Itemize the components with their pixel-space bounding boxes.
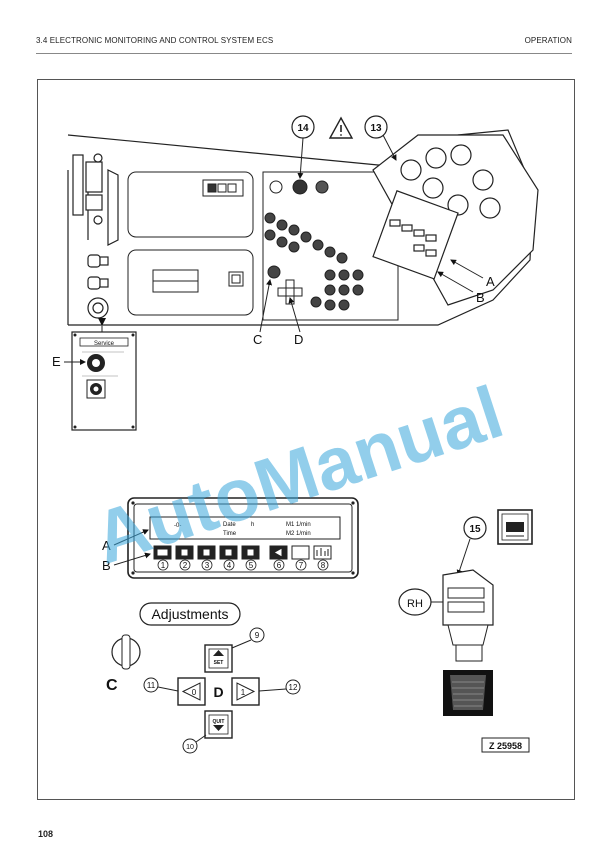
svg-text:1: 1 <box>161 561 166 570</box>
section-title: 3.4 ELECTRONIC MONITORING AND CONTROL SY… <box>36 36 274 45</box>
svg-text:6: 6 <box>277 561 282 570</box>
callout-C-top: C <box>253 279 273 347</box>
header-rule <box>36 53 572 54</box>
adjustments-keypad: Adjustments C SET 9 0 11 D 1 12 QUIT <box>106 602 301 754</box>
svg-text:C: C <box>106 677 118 694</box>
svg-text:SET: SET <box>214 660 224 666</box>
page-number: 108 <box>38 829 54 839</box>
svg-text:M2 1/min: M2 1/min <box>286 531 311 537</box>
dashboard-illustration: 14 13 A B C D Service <box>52 115 539 754</box>
svg-text:11: 11 <box>147 681 156 690</box>
bucket-icon <box>497 509 533 545</box>
svg-text:14: 14 <box>297 123 309 134</box>
svg-text:7: 7 <box>299 561 304 570</box>
callout-13: 13 <box>364 115 397 161</box>
svg-text:B: B <box>476 290 485 305</box>
display-module: -0- Date Time h M1 1/min M2 1/min 1 <box>102 497 359 579</box>
side-connectors <box>87 254 109 319</box>
display-button-row <box>153 545 332 560</box>
svg-text:9: 9 <box>255 631 260 640</box>
svg-text:A: A <box>102 538 111 553</box>
svg-text:E: E <box>52 354 61 369</box>
svg-text:D: D <box>294 332 303 347</box>
svg-text:C: C <box>253 332 262 347</box>
svg-text:5: 5 <box>249 561 254 570</box>
callout-B-top: B <box>437 271 485 305</box>
svg-text:15: 15 <box>469 524 481 535</box>
svg-text:Service: Service <box>94 341 115 347</box>
callout-A-top: A <box>450 259 495 289</box>
svg-text:12: 12 <box>289 683 298 692</box>
warning-triangle-icon <box>328 116 354 139</box>
svg-text:2: 2 <box>183 561 188 570</box>
callout-14: 14 <box>291 115 315 179</box>
svg-text:B: B <box>102 558 111 573</box>
left-switch-bank <box>72 153 103 225</box>
svg-text:M1 1/min: M1 1/min <box>286 522 311 528</box>
svg-text:0: 0 <box>192 688 197 697</box>
svg-text:Time: Time <box>223 531 237 537</box>
instrument-cluster <box>372 134 539 306</box>
joystick: 15 RH <box>398 509 533 716</box>
svg-text:13: 13 <box>370 123 382 134</box>
svg-text:8: 8 <box>321 561 326 570</box>
svg-text:Adjustments: Adjustments <box>151 606 228 622</box>
svg-text:1: 1 <box>241 688 246 697</box>
svg-text:QUIT: QUIT <box>213 719 225 725</box>
callout-D-top: D <box>288 297 303 347</box>
figure-frame: 14 13 A B C D Service <box>37 79 575 800</box>
svg-text:10: 10 <box>186 744 194 751</box>
svg-text:h: h <box>251 522 254 528</box>
svg-text:A: A <box>486 274 495 289</box>
service-panel: Service E <box>52 318 137 431</box>
console-upper <box>127 171 254 238</box>
svg-text:4: 4 <box>227 561 232 570</box>
svg-text:D: D <box>213 684 223 700</box>
svg-text:-0-: -0- <box>174 523 181 529</box>
svg-text:Date: Date <box>223 522 236 528</box>
switch-panel <box>262 171 399 321</box>
svg-text:RH: RH <box>407 598 423 610</box>
chapter-title: OPERATION <box>524 36 572 45</box>
svg-text:3: 3 <box>205 561 210 570</box>
svg-text:Z 25958: Z 25958 <box>489 741 522 751</box>
console-lower <box>127 249 254 316</box>
figure-reference: Z 25958 <box>481 737 530 753</box>
